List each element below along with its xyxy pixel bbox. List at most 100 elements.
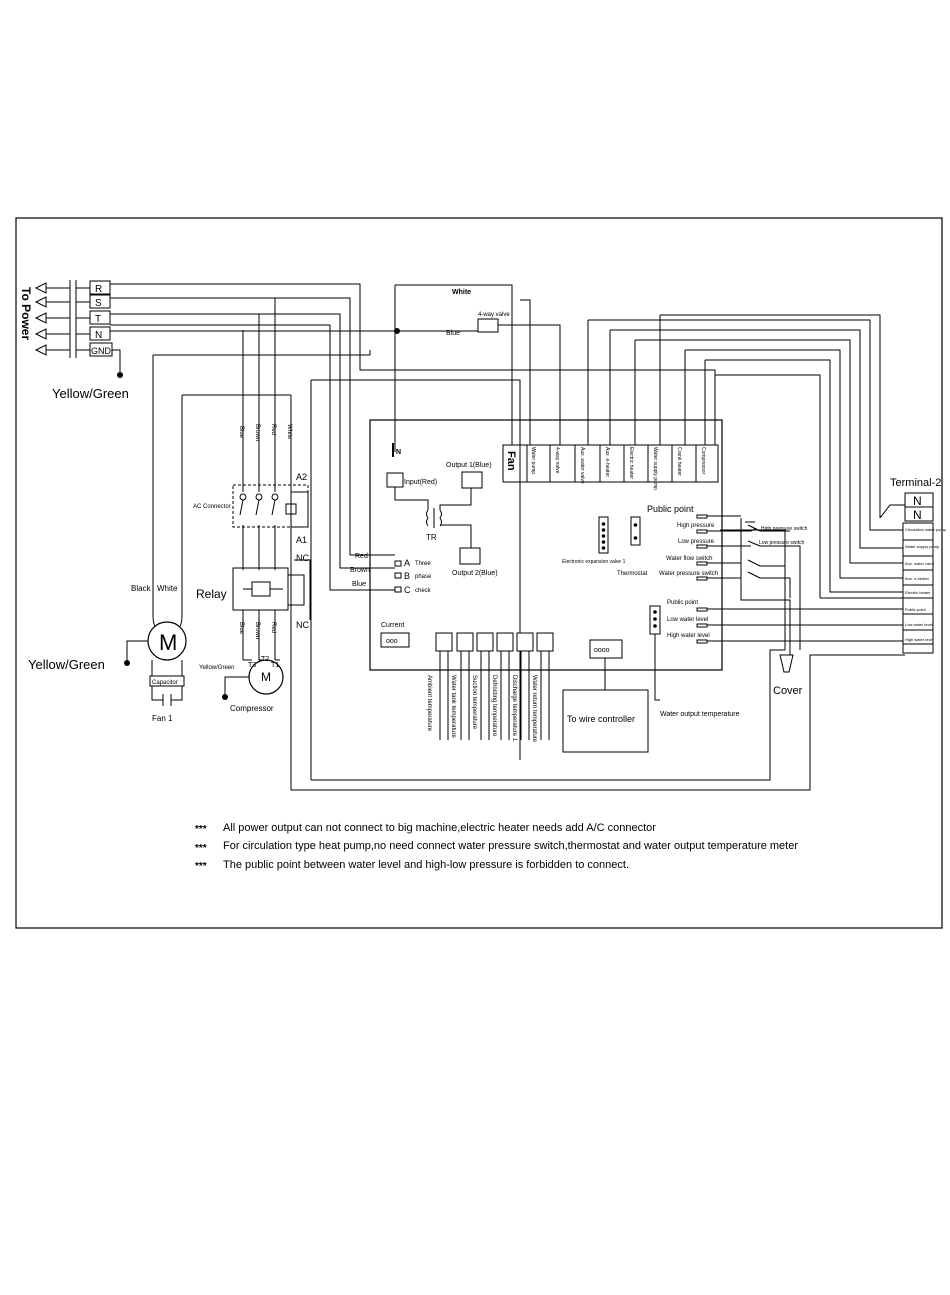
terminal-gnd: GND bbox=[91, 346, 112, 356]
phase-wire-brown: Brown bbox=[350, 567, 370, 574]
output-water-supply-pump: Water supply pump bbox=[652, 447, 658, 490]
transformer-output2: Output 2(Blue) bbox=[452, 570, 498, 577]
wire-controller-label: To wire controller bbox=[567, 714, 635, 724]
relay-label: Relay bbox=[196, 587, 227, 601]
terminal2-row-1: Water supply pump bbox=[905, 544, 940, 549]
terminal2-title: Terminal-2 bbox=[890, 477, 941, 489]
fan-ground-icon bbox=[124, 660, 130, 666]
note-2: For circulation type heat pump,no need c… bbox=[223, 840, 798, 852]
terminal-s: S bbox=[95, 298, 102, 309]
board-n-label: N bbox=[396, 449, 401, 456]
switch-low-pressure: Low pressure bbox=[678, 539, 715, 545]
terminal2-row-5: Public point bbox=[905, 607, 927, 612]
terminal2-row-7: High water level bbox=[905, 637, 934, 642]
output-relay-block bbox=[502, 444, 719, 483]
output-aux-water-valve: Aux. water valve bbox=[579, 447, 585, 484]
fan-motor bbox=[124, 614, 187, 706]
terminal2-row-3: Aux. e-heater bbox=[905, 576, 930, 581]
level-high-label: High water level bbox=[667, 633, 710, 639]
compressor-name: Compressor bbox=[230, 704, 274, 713]
current-connector bbox=[380, 632, 410, 648]
fan-ground-label: Yellow/Green bbox=[28, 657, 105, 672]
terminal-n: N bbox=[95, 330, 102, 341]
sensor-water-return: Water return temperature bbox=[531, 675, 537, 743]
vertical-label-white: White bbox=[286, 424, 292, 440]
fan-motor-letter: M bbox=[159, 630, 177, 655]
compressor-motor-letter: M bbox=[261, 670, 271, 684]
output-water-pump: Water pump bbox=[530, 447, 536, 474]
contactor-a1: A1 bbox=[296, 535, 307, 545]
phase-a: A bbox=[404, 558, 410, 568]
eev-connector bbox=[598, 516, 609, 554]
vertical-label-blue: Blue bbox=[238, 426, 244, 439]
ground-icon bbox=[117, 372, 123, 378]
diagram-frame bbox=[15, 217, 943, 929]
external-switches bbox=[707, 515, 801, 650]
wiring bbox=[110, 283, 905, 791]
output-electric-heater: Electric heater bbox=[628, 447, 634, 479]
wire-controller-dots: oooo bbox=[594, 647, 610, 654]
wire-label-white: White bbox=[452, 289, 471, 296]
level-wires bbox=[707, 608, 905, 642]
vertical-label-brown: Brown bbox=[254, 424, 260, 441]
phase-wire-red: Red bbox=[355, 553, 368, 560]
fan-wire-white: White bbox=[157, 584, 178, 593]
sensor-water-tank: Water tank temperature bbox=[450, 675, 456, 738]
compressor-t3: T3 bbox=[248, 662, 256, 669]
output-four-way: 4-way valve bbox=[554, 447, 560, 474]
eev-label: Electronic expansion valve 1 bbox=[562, 559, 626, 565]
relay-nc-top: NC bbox=[296, 553, 309, 563]
terminal2-block bbox=[902, 492, 934, 654]
thermostat-connector bbox=[630, 516, 641, 546]
transformer-output1: Output 1(Blue) bbox=[446, 462, 492, 469]
level-low-label: Low water level bbox=[667, 617, 708, 623]
terminal2-row-6: Low water level bbox=[905, 622, 933, 627]
water-output-temp-label: Water output temperature bbox=[660, 711, 740, 718]
switch-water-pressure: Water pressure switch bbox=[659, 571, 718, 577]
output-fan-label: Fan bbox=[505, 451, 517, 471]
compressor-ground-icon bbox=[222, 694, 228, 700]
note-prefix-3: *** bbox=[195, 861, 207, 872]
switch-high-pressure: High pressure bbox=[677, 523, 715, 529]
wire-controller-connector bbox=[589, 639, 623, 659]
sensor-defrosting: Defrosting temperature bbox=[491, 675, 497, 737]
phase-word-check: check bbox=[415, 588, 432, 594]
phase-wire-blue: Blue bbox=[352, 581, 366, 588]
phase-b: B bbox=[404, 571, 410, 581]
four-way-valve-label: 4-way valve bbox=[478, 312, 510, 318]
compressor-t2: T2 bbox=[261, 656, 269, 663]
relay-block bbox=[232, 567, 305, 611]
output-compressor: Compressor bbox=[700, 447, 706, 475]
phase-word-phase: phase bbox=[415, 574, 432, 580]
terminal2-feeds bbox=[820, 515, 903, 599]
power-ground-label: Yellow/Green bbox=[52, 386, 129, 401]
sensor-discharge: Discharge temperature 1 bbox=[511, 675, 517, 742]
wire-label-blue: Blue bbox=[446, 330, 460, 337]
low-pressure-switch-label: Low pressure switch bbox=[759, 540, 805, 546]
current-dots: ooo bbox=[386, 638, 398, 645]
transformer-input: Input(Red) bbox=[404, 479, 437, 486]
relay-label-brown: Brown bbox=[254, 622, 260, 639]
output-dividers bbox=[549, 445, 697, 482]
phase-word-three: Three bbox=[415, 561, 431, 567]
switch-terminals bbox=[696, 514, 708, 644]
power-input: To Power R S T N GND bbox=[19, 280, 129, 401]
fan-wire-black: Black bbox=[131, 584, 152, 593]
sensor-suction: Suction temperature bbox=[471, 675, 477, 730]
contactor-a2: A2 bbox=[296, 472, 307, 482]
output-crank-heater: Crank heater bbox=[676, 447, 682, 476]
compressor-ground-label: Yellow/Green bbox=[199, 665, 234, 671]
transformer-tr: TR bbox=[426, 533, 437, 542]
relay-label-blue: Blue bbox=[238, 622, 244, 635]
power-title: To Power bbox=[19, 287, 33, 340]
high-pressure-switch-label: High pressure switch bbox=[761, 526, 808, 532]
fan-name: Fan 1 bbox=[152, 714, 173, 723]
public-point-1: Public point bbox=[647, 504, 694, 514]
public-point-2: Public point bbox=[667, 600, 698, 606]
terminal2-row-2: Aux. water valve bbox=[905, 561, 935, 566]
switch-water-flow: Water flow switch bbox=[666, 556, 712, 562]
current-label: Current bbox=[381, 622, 404, 629]
cover-label: Cover bbox=[773, 685, 803, 697]
output-aux-heater: Aux. e-heater bbox=[604, 447, 610, 477]
terminal-r: R bbox=[95, 284, 102, 295]
